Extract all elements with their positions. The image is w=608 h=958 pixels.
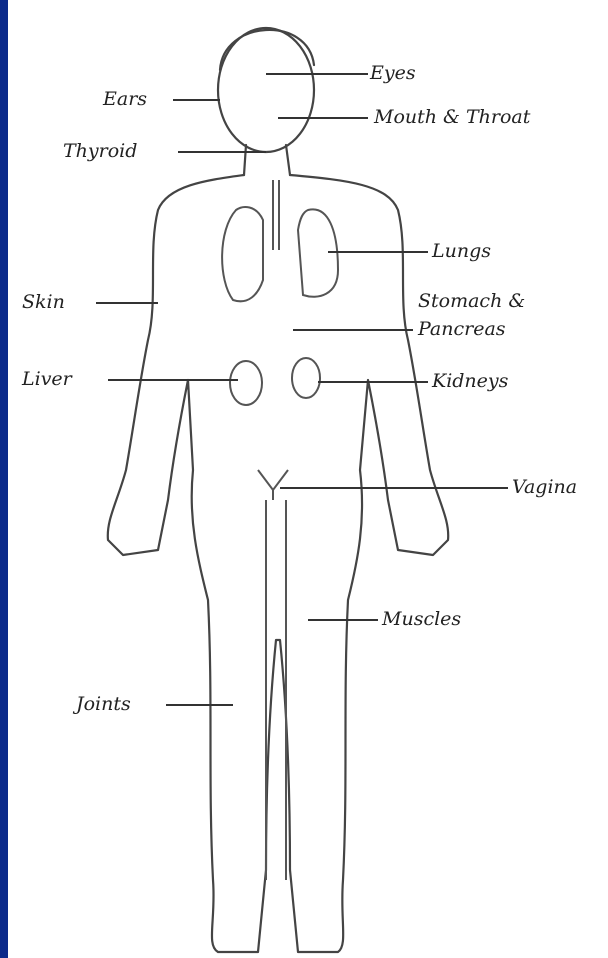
body-outline (108, 175, 448, 952)
label-stomach-line1: Stomach & (418, 290, 525, 312)
label-liver: Liver (22, 368, 72, 390)
label-ears: Ears (103, 88, 147, 110)
label-kidneys: Kidneys (432, 370, 508, 392)
left-kidney (230, 361, 262, 405)
trachea (273, 180, 279, 250)
right-kidney (292, 358, 320, 398)
diagram-panel: Eyes Ears Mouth & Throat Thyroid Lungs S… (8, 0, 608, 958)
label-eyes: Eyes (370, 62, 416, 84)
head-outline (218, 28, 314, 152)
label-skin: Skin (22, 291, 65, 313)
left-lung (222, 207, 263, 301)
label-vagina: Vagina (512, 476, 577, 498)
label-thyroid: Thyroid (63, 140, 137, 162)
label-joints: Joints (76, 693, 131, 715)
label-stomach-line2: Pancreas (418, 318, 506, 340)
label-muscles: Muscles (382, 608, 461, 630)
label-lungs: Lungs (432, 240, 491, 262)
pelvis-marker (258, 470, 288, 500)
label-mouth-throat: Mouth & Throat (374, 106, 530, 128)
hair-outline (220, 30, 314, 70)
right-lung (298, 209, 338, 296)
leg-inner-lines (266, 500, 286, 880)
